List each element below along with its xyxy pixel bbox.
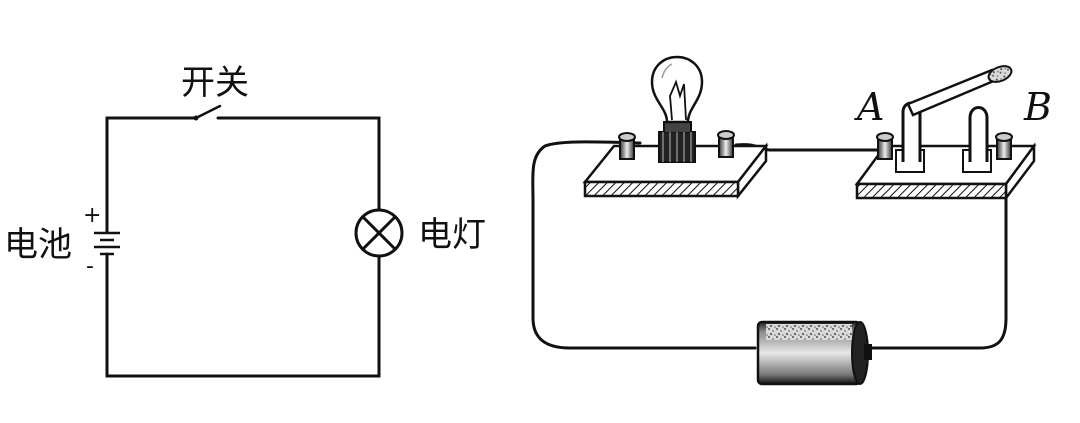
terminal-b-label: B xyxy=(1023,85,1052,129)
switch-label: 开关 xyxy=(181,63,249,103)
battery-symbol xyxy=(94,231,120,256)
battery-minus-sign: - xyxy=(86,254,94,279)
battery-label: 电池 xyxy=(4,225,72,265)
physical-wire xyxy=(531,140,757,350)
battery-plus-sign: + xyxy=(83,203,101,228)
knife-switch xyxy=(895,65,1013,173)
switch-terminal-b xyxy=(995,132,1013,160)
switch-terminal-a xyxy=(876,132,894,160)
lamp-symbol xyxy=(354,208,404,258)
schematic-wire xyxy=(105,252,381,378)
light-bulb xyxy=(650,55,704,163)
schematic-wire xyxy=(216,116,381,212)
lamp-terminal-right xyxy=(717,130,735,158)
physical-wire xyxy=(868,150,1008,350)
schematic-wire xyxy=(105,116,198,234)
physical-circuit: A B xyxy=(531,55,1052,386)
lamp-terminal-left xyxy=(618,132,636,160)
battery-cell xyxy=(756,320,872,386)
terminal-a-label: A xyxy=(854,85,884,129)
switch-symbol xyxy=(193,104,222,121)
schematic-circuit: 开关 电池 电灯 + - xyxy=(4,63,486,378)
lamp-label: 电灯 xyxy=(418,215,486,255)
